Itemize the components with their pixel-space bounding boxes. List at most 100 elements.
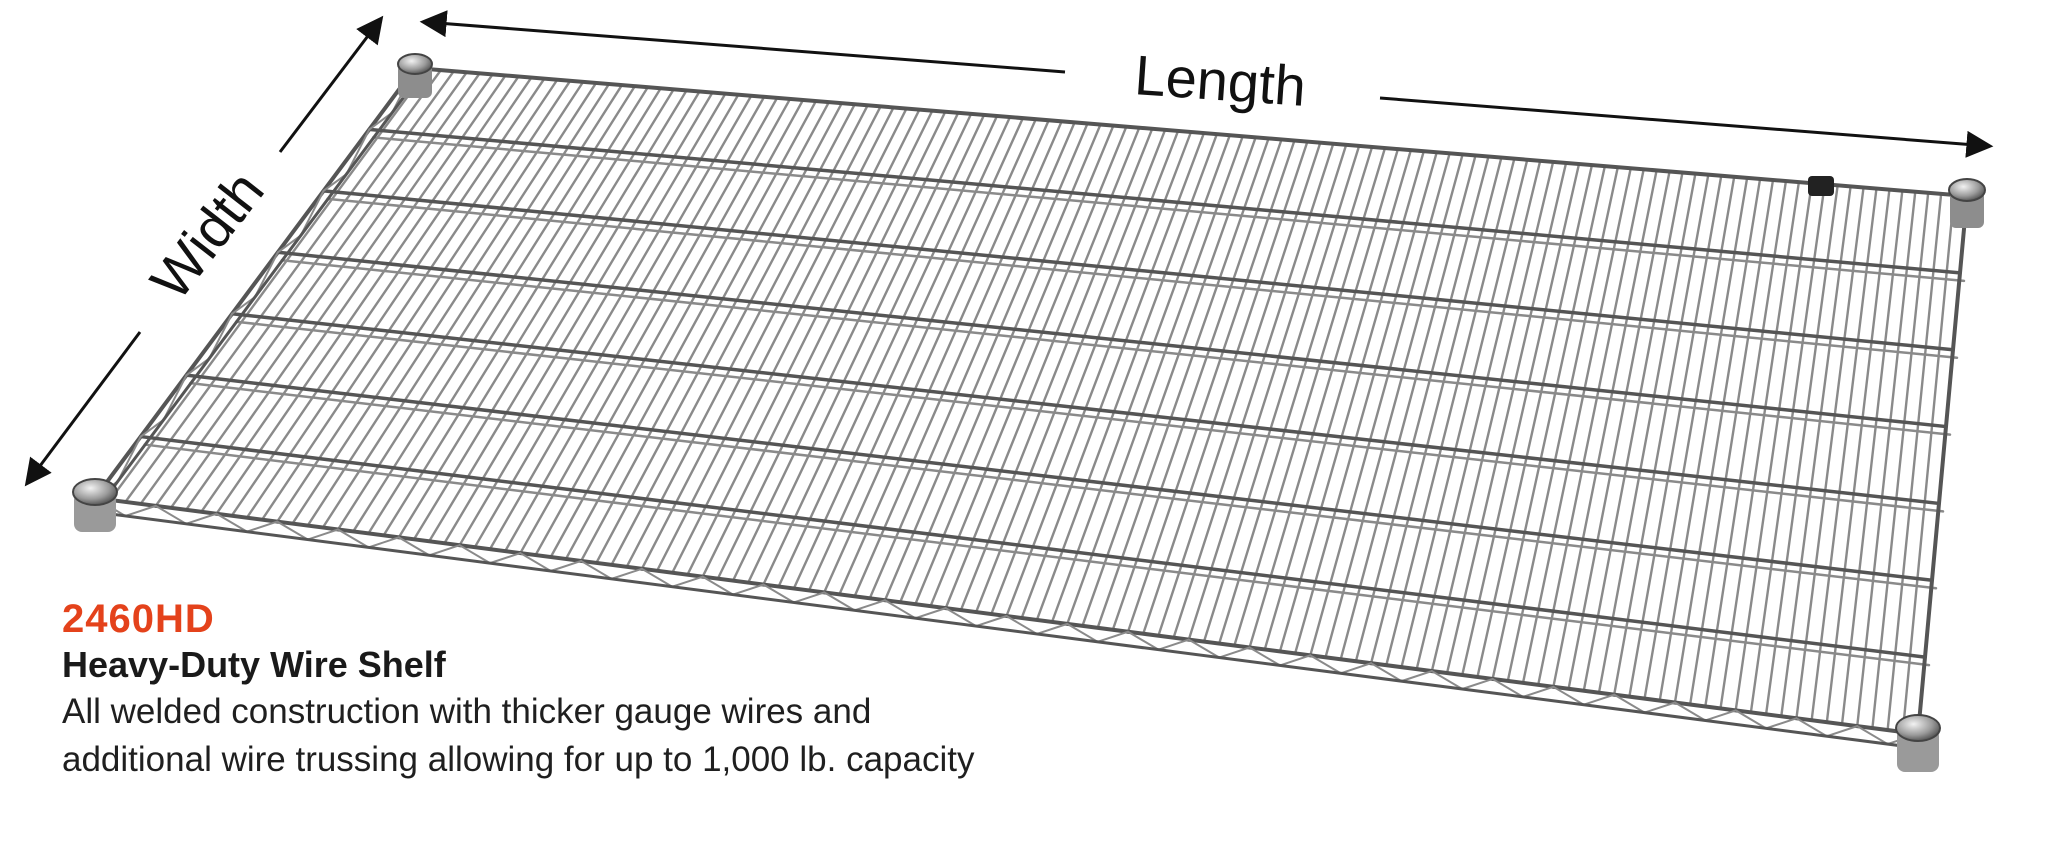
shelf-truss-wire xyxy=(1552,685,1585,706)
shelf-wire xyxy=(1901,193,1956,734)
shelf-wire xyxy=(1263,148,1413,651)
shelf-truss-wire xyxy=(488,552,522,565)
shelf-truss-wire xyxy=(1127,630,1160,651)
shelf-truss-wire xyxy=(1613,693,1646,714)
shelf-truss-wire xyxy=(853,599,886,612)
shelf-truss-wire xyxy=(640,567,674,588)
shelf-wire xyxy=(990,129,1180,616)
wire-shelf-grid xyxy=(93,66,1969,750)
shelf-wire xyxy=(716,110,947,580)
shelf-truss-wire xyxy=(1400,670,1433,683)
shelf-truss-wire xyxy=(428,544,461,557)
shelf-wire xyxy=(1157,141,1322,637)
shelf-wire xyxy=(534,97,792,557)
shelf-support-bar xyxy=(321,189,1955,352)
shelf-wire xyxy=(686,108,921,576)
shelf-support-bar xyxy=(372,136,1966,283)
shelf-wire xyxy=(519,96,779,555)
shelf-wire xyxy=(306,81,598,527)
shelf-wire xyxy=(823,117,1038,594)
shelf-support-bar xyxy=(276,250,1948,429)
shelf-frame-edge xyxy=(93,66,417,500)
shelf-wire xyxy=(1506,165,1620,683)
width-label: Width xyxy=(138,159,276,311)
shelf-wire xyxy=(1537,168,1645,687)
shelf-wire xyxy=(731,111,960,582)
shelf-truss-wire xyxy=(1278,654,1312,667)
shelf-wire xyxy=(1810,187,1878,722)
corner-post-back-left xyxy=(397,53,433,98)
width-arrow-bottom xyxy=(24,331,142,487)
shelf-support-bar xyxy=(234,320,1945,513)
shelf-wire xyxy=(336,83,624,531)
product-title: Heavy-Duty Wire Shelf xyxy=(62,644,446,685)
shelf-truss-wire xyxy=(1187,638,1221,659)
shelf-wire xyxy=(1567,170,1671,690)
shelf-truss-wire xyxy=(944,607,978,628)
shelf-truss-wire xyxy=(1339,662,1373,675)
shelf-wire xyxy=(671,107,908,574)
shelf-wire xyxy=(1734,181,1814,712)
shelf-wire xyxy=(929,125,1128,608)
shelf-truss-wire xyxy=(154,504,188,525)
shelf-truss-wire xyxy=(671,575,704,588)
shelf-wire xyxy=(1369,156,1503,665)
shelf-wire xyxy=(579,100,831,563)
shelf-truss-wire xyxy=(1309,654,1342,675)
shelf-wire xyxy=(564,99,818,561)
shelf-wire xyxy=(1445,161,1568,675)
shelf-wire xyxy=(230,76,533,517)
shelf-truss-wire xyxy=(1582,693,1616,706)
shelf-frame-edge xyxy=(1916,194,1969,736)
shelf-support-bar xyxy=(184,373,1934,583)
shelf-truss-wire xyxy=(1430,670,1464,690)
shelf-truss-wire xyxy=(1248,646,1281,667)
shelf-wire xyxy=(1628,174,1723,698)
shelf-support-bar xyxy=(138,434,1927,659)
shelf-wire xyxy=(184,73,494,511)
shelf-wire xyxy=(1111,138,1283,631)
shelf-wire xyxy=(549,98,805,559)
shelf-wire xyxy=(1780,185,1852,718)
shelf-wire xyxy=(260,78,559,521)
shelf-truss-wire xyxy=(580,559,613,580)
shelf-wire xyxy=(367,85,649,535)
shelf-wire xyxy=(1217,145,1374,645)
shelf-wire xyxy=(1476,163,1594,679)
shelf-truss-wire xyxy=(1765,717,1798,730)
shelf-truss-wire xyxy=(458,544,491,565)
shelf-truss-wire xyxy=(883,599,917,620)
shelf-wire xyxy=(610,103,856,567)
shelf-truss-wire xyxy=(215,512,248,533)
length-label: Length xyxy=(1133,43,1308,118)
shelf-wire xyxy=(1035,132,1219,622)
shelf-wire xyxy=(625,104,869,569)
shelf-wire xyxy=(1172,142,1335,639)
shelf-truss-wire xyxy=(1096,630,1130,643)
shelf-wire xyxy=(1278,149,1426,653)
length-arrow-right xyxy=(1379,96,1994,158)
shelf-wire xyxy=(488,94,753,551)
shelf-support-bar xyxy=(230,311,1941,506)
shelf-wire xyxy=(1339,154,1477,661)
shelf-wire xyxy=(200,74,507,513)
shelf-truss-wire xyxy=(337,528,370,549)
shelf-wire xyxy=(959,127,1154,612)
model-number: 2460HD xyxy=(62,597,215,641)
shelf-wire xyxy=(169,72,481,510)
shelf-wire xyxy=(473,93,740,549)
shelf-wire xyxy=(883,122,1089,602)
shelf-wire xyxy=(747,112,973,584)
shelf-wire xyxy=(154,71,468,508)
shelf-wire xyxy=(1187,143,1348,641)
corner-post-back-right xyxy=(1948,178,1986,228)
shelf-wire xyxy=(382,87,662,537)
shelf-wire xyxy=(124,68,443,504)
shelf-truss-wire xyxy=(610,567,643,580)
shelf-wire xyxy=(1309,152,1451,657)
shelf-wire xyxy=(397,88,675,539)
shelf-wire xyxy=(974,128,1167,614)
shelf-truss-wire xyxy=(1157,638,1190,651)
shelf-wire xyxy=(1020,131,1206,620)
shelf-wire xyxy=(1825,188,1891,724)
